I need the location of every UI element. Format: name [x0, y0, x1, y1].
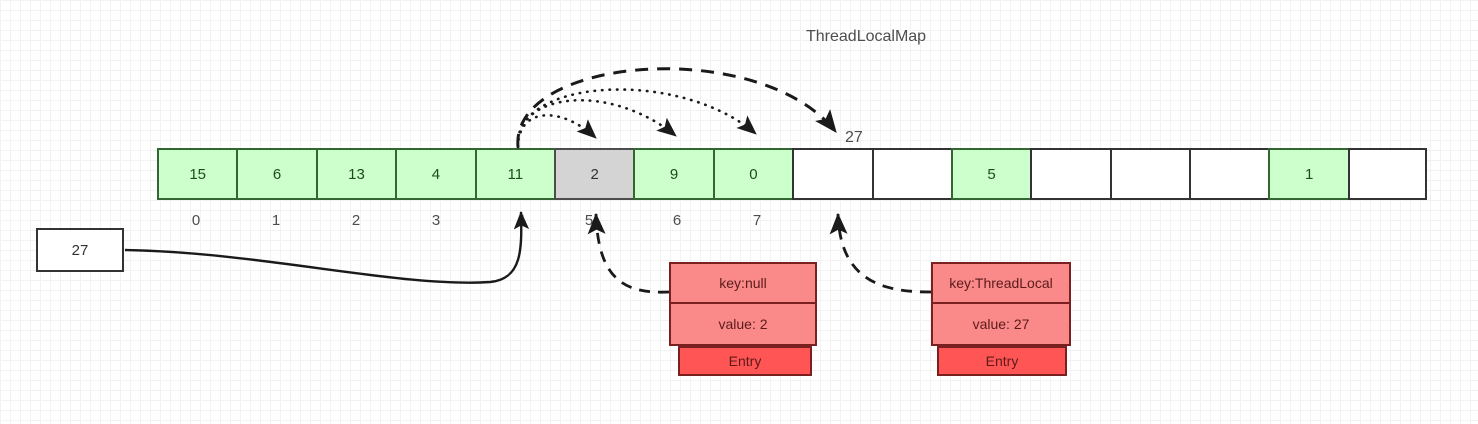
threadlocalmap-array: 15 6 13 4 11 2 9 0 5 1	[157, 148, 1428, 200]
array-index-0: 0	[191, 212, 201, 229]
array-cell-1[interactable]: 6	[236, 148, 316, 200]
array-cell-14[interactable]: 1	[1268, 148, 1348, 200]
array-cell-2[interactable]: 13	[315, 148, 396, 200]
array-cell-7[interactable]: 0	[712, 148, 793, 200]
array-index-5: 5	[584, 212, 594, 229]
entry-new: key:ThreadLocal value: 27 Entry	[931, 262, 1071, 376]
array-index-7: 7	[752, 212, 762, 229]
array-cell-8[interactable]	[792, 148, 872, 200]
entry-key: key:ThreadLocal	[931, 262, 1071, 304]
entry-key: key:null	[669, 262, 817, 304]
array-cell-12[interactable]	[1109, 148, 1190, 200]
array-cell-3[interactable]: 4	[395, 148, 475, 200]
array-cell-13[interactable]	[1189, 148, 1269, 200]
array-index-1: 1	[271, 212, 281, 229]
probe-arc-to-cell-5	[516, 114, 598, 149]
page-title: ThreadLocalMap	[806, 28, 927, 45]
array-index-6: 6	[672, 212, 682, 229]
insert-value-label: 27	[845, 129, 863, 146]
array-index-4: 4	[516, 212, 526, 229]
array-cell-11[interactable]	[1030, 148, 1110, 200]
source-value-box: 27	[36, 228, 124, 272]
probe-arc-to-cell-7	[516, 88, 758, 149]
new-entry-to-cell-8-connector	[829, 212, 932, 294]
array-index-3: 3	[431, 212, 441, 229]
probe-arc-to-cell-6	[516, 98, 678, 149]
insert-arc-to-cell-8	[516, 67, 838, 148]
entry-value: value: 27	[931, 304, 1071, 346]
array-cell-4[interactable]: 11	[474, 148, 554, 200]
array-cell-15[interactable]	[1347, 148, 1428, 200]
entry-tag: Entry	[678, 346, 812, 376]
array-cell-9[interactable]	[871, 148, 951, 200]
entry-tag: Entry	[937, 346, 1067, 376]
entry-value: value: 2	[669, 304, 817, 346]
array-cell-10[interactable]: 5	[950, 148, 1031, 200]
array-cell-0[interactable]: 15	[157, 148, 237, 200]
array-index-2: 2	[351, 212, 361, 229]
entry-stale: key:null value: 2 Entry	[669, 262, 817, 376]
array-cell-5[interactable]: 2	[553, 148, 634, 200]
array-cell-6[interactable]: 9	[633, 148, 713, 200]
